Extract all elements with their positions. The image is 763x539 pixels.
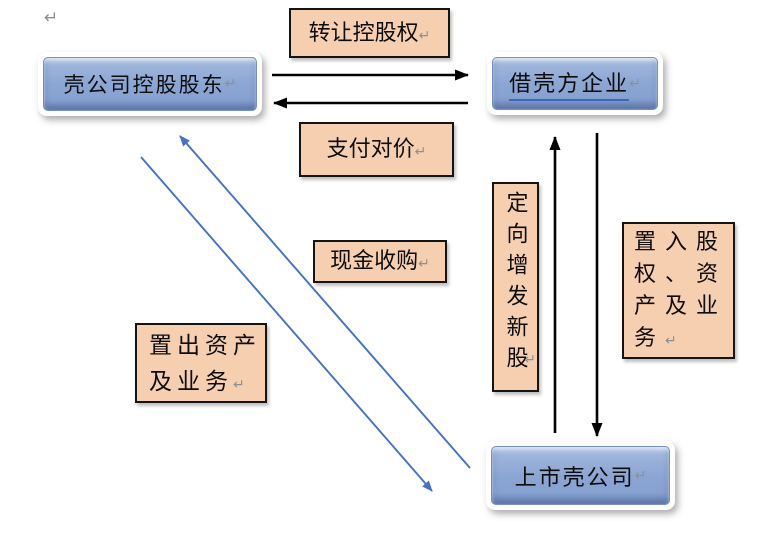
- node-borrower: 借壳方企业↵: [487, 52, 663, 115]
- label-divest-assets-text: 置出资产及业务: [149, 333, 261, 394]
- arrow-cash-acquisition: [140, 156, 433, 492]
- return-mark: ↵: [224, 76, 237, 92]
- label-divest-assets: 置出资产及业务↵: [135, 323, 267, 403]
- node-shell-shareholder-label: 壳公司控股股东: [63, 73, 225, 97]
- label-transfer-control-text: 转让控股权: [308, 20, 419, 45]
- arrow-divest-assets: [179, 135, 471, 469]
- node-listed-shell: 上市壳公司↵: [486, 441, 675, 510]
- return-mark: ↵: [634, 467, 647, 484]
- return-mark: ↵: [418, 28, 431, 44]
- label-inject-assets: 置入股权、资产及业务↵: [622, 222, 735, 359]
- label-inject-assets-text: 置入股权、资产及业务: [634, 229, 728, 350]
- label-transfer-control: 转让控股权↵: [289, 8, 450, 58]
- label-cash-acquisition-text: 现金收购: [330, 248, 419, 273]
- return-mark: ↵: [629, 75, 641, 92]
- return-mark: ↵: [524, 352, 536, 368]
- paragraph-mark: ↵: [44, 8, 59, 28]
- return-mark: ↵: [233, 377, 245, 393]
- label-private-placement-text: 定向增发新股: [503, 191, 529, 377]
- label-pay-consideration-text: 支付对价: [326, 136, 415, 161]
- label-cash-acquisition: 现金收购↵: [313, 240, 447, 283]
- return-mark: ↵: [418, 256, 430, 272]
- label-pay-consideration: 支付对价↵: [299, 122, 454, 177]
- node-shell-shareholder: 壳公司控股股东↵: [38, 52, 262, 116]
- return-mark: ↵: [414, 144, 427, 160]
- return-mark: ↵: [665, 333, 677, 349]
- label-private-placement: 定向增发新股 ↵: [492, 182, 539, 392]
- node-listed-shell-label: 上市壳公司: [514, 464, 635, 490]
- node-borrower-label: 借壳方企业: [509, 66, 630, 101]
